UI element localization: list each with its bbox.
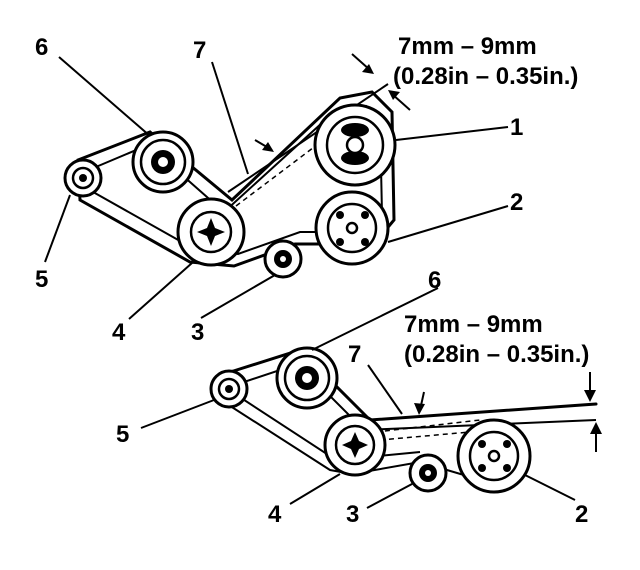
- bottom-label-3: 3: [346, 501, 359, 528]
- top-label-3: 3: [191, 319, 204, 346]
- top-label-2: 2: [510, 189, 523, 216]
- top-belt-diagram: 6 7 1 2 5 4 3 7mm – 9mm (0.28in – 0.35in…: [35, 33, 578, 346]
- bottom-label-4: 4: [268, 501, 282, 528]
- top-spec-in: (0.28in – 0.35in.): [393, 63, 578, 90]
- bottom-spec-mm: 7mm – 9mm: [404, 311, 543, 338]
- top-leader-lines: [44, 56, 509, 320]
- top-label-1: 1: [510, 114, 523, 141]
- bottom-pulley-5: [209, 369, 249, 409]
- bottom-leader-lines: [140, 287, 576, 509]
- pulley-1: [313, 103, 397, 187]
- pulley-5: [63, 158, 103, 198]
- bottom-label-7: 7: [348, 341, 361, 368]
- bottom-label-5: 5: [116, 421, 129, 448]
- top-label-4: 4: [112, 319, 126, 346]
- pulley-6: [131, 130, 195, 194]
- top-spec-mm: 7mm – 9mm: [398, 33, 537, 60]
- bottom-pulley-2: [456, 418, 532, 494]
- top-label-7: 7: [193, 37, 206, 64]
- top-label-6: 6: [35, 34, 48, 61]
- bottom-pulley-6: [275, 346, 339, 410]
- bottom-label-2: 2: [575, 501, 588, 528]
- pulley-3: [263, 239, 303, 279]
- bottom-label-6: 6: [428, 267, 441, 294]
- bottom-deflection-arrows: [414, 372, 602, 452]
- bottom-belt-diagram: 6 7 5 4 3 2 7mm – 9mm (0.28in – 0.35in.): [116, 267, 602, 528]
- bottom-pulley-4: [323, 413, 387, 477]
- pulley-4: [176, 197, 246, 267]
- bottom-pulley-3: [408, 453, 448, 493]
- top-deflection-arrows: [254, 53, 411, 152]
- top-label-5: 5: [35, 266, 48, 293]
- bottom-spec-in: (0.28in – 0.35in.): [404, 341, 589, 368]
- pulley-2: [314, 190, 390, 266]
